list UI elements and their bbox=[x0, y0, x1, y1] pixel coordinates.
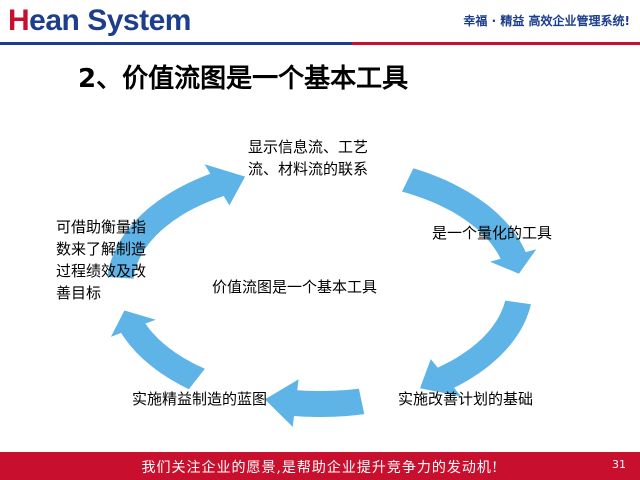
arrow-top-to-right bbox=[402, 168, 537, 274]
node-bottom-left-label: 实施精益制造的蓝图 bbox=[132, 388, 267, 410]
node-top-line-2: 流、材料流的联系 bbox=[248, 160, 369, 178]
node-top-label: 显示信息流、工艺 流、材料流的联系 bbox=[248, 136, 368, 180]
cycle-arrows bbox=[107, 164, 537, 427]
slide-header: Hean System 幸福 · 精益 高效企业管理系统! bbox=[0, 0, 640, 45]
arrow-right-to-bottom-right bbox=[420, 300, 531, 397]
node-right-label: 是一个量化的工具 bbox=[432, 222, 552, 244]
hean-system-logo: Hean System bbox=[8, 3, 191, 39]
page-number: 31 bbox=[612, 458, 626, 471]
node-bottom-left-line-1: 实施精益制造的蓝图 bbox=[132, 390, 268, 408]
node-bottom-right-label: 实施改善计划的基础 bbox=[398, 388, 533, 410]
arrow-bottom-right-to-bottom-left bbox=[264, 379, 365, 427]
arrow-left-to-top bbox=[107, 164, 246, 279]
node-left-line-1: 可借助衡量指 bbox=[56, 218, 147, 236]
node-left-line-2: 数来了解制造 bbox=[56, 240, 147, 258]
header-tagline: 幸福 · 精益 高效企业管理系统! bbox=[463, 14, 630, 28]
footer-slogan: 我们关注企业的愿景,是帮助企业提升竞争力的发动机! bbox=[141, 460, 499, 476]
header-divider bbox=[0, 42, 640, 45]
logo-text: ean System bbox=[29, 4, 191, 37]
slide-footer: 我们关注企业的愿景,是帮助企业提升竞争力的发动机! 31 bbox=[0, 452, 640, 480]
arrow-group bbox=[107, 164, 537, 427]
center-label: 价值流图是一个基本工具 bbox=[212, 278, 378, 296]
arrow-bottom-left-to-left bbox=[110, 310, 205, 390]
node-left-line-4: 善目标 bbox=[56, 284, 102, 302]
node-left-line-3: 过程绩效及改 bbox=[56, 262, 147, 280]
node-top-line-1: 显示信息流、工艺 bbox=[248, 138, 369, 156]
node-bottom-right-line-1: 实施改善计划的基础 bbox=[398, 390, 534, 408]
logo-h-letter: H bbox=[8, 4, 30, 37]
slide-title: 2、价值流图是一个基本工具 bbox=[78, 64, 409, 94]
node-left-label: 可借助衡量指 数来了解制造 过程绩效及改 善目标 bbox=[56, 216, 146, 304]
node-right-line-1: 是一个量化的工具 bbox=[432, 224, 553, 242]
